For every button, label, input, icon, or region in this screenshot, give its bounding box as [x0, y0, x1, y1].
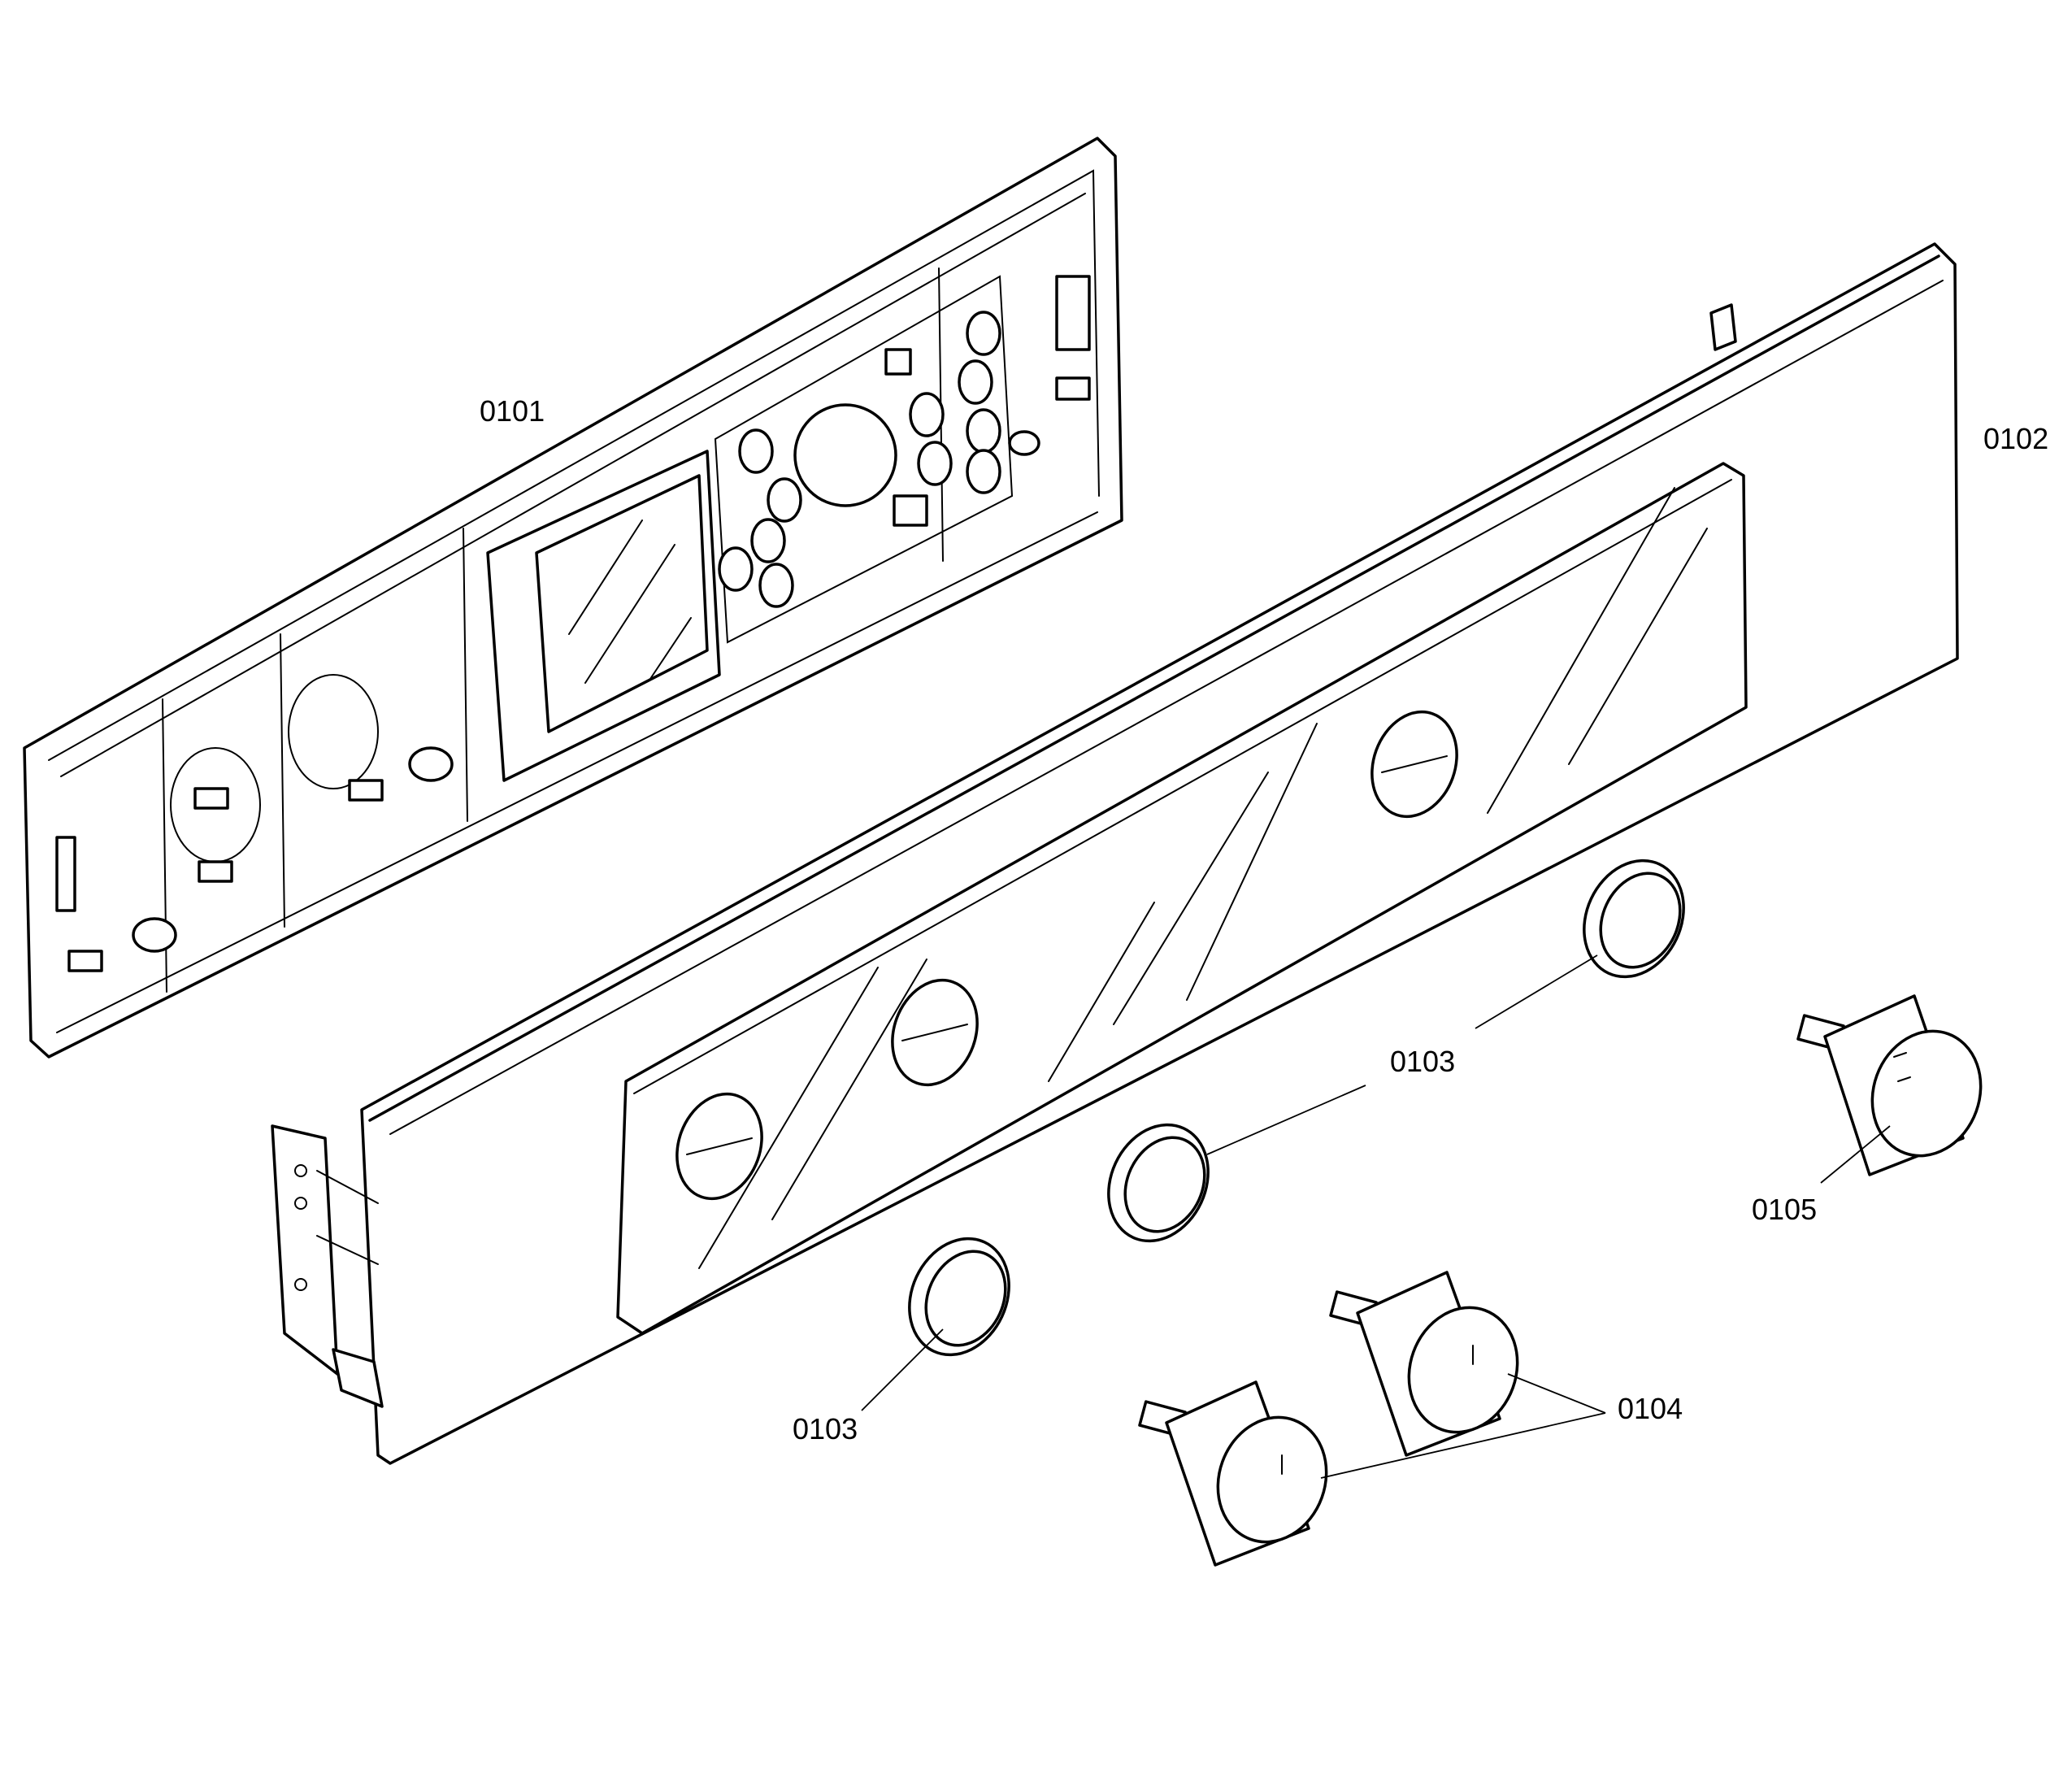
control-knob-0104-lower — [1138, 1380, 1328, 1567]
lcd-display-module — [486, 450, 721, 782]
capacitor-group — [718, 311, 1001, 608]
control-housing-0101 — [23, 137, 1123, 1059]
mounting-bracket — [271, 1124, 384, 1408]
trim-ring-lower-left — [908, 1237, 1010, 1357]
trim-ring-middle — [1107, 1123, 1210, 1243]
housing-mechanics — [67, 275, 1091, 972]
trim-ring-upper-right — [1583, 859, 1685, 979]
callout-0104: 0104 — [1618, 1392, 1683, 1425]
knob-opening-group — [675, 710, 1458, 1201]
circuit-board — [714, 275, 1014, 644]
callout-0101: 0101 — [480, 394, 545, 428]
callout-0103-upper: 0103 — [1390, 1045, 1455, 1078]
callout-0105: 0105 — [1752, 1193, 1817, 1226]
control-knob-0104-upper — [1329, 1271, 1519, 1457]
leader-lines — [861, 954, 1891, 1479]
control-knob-0105 — [1796, 994, 1983, 1176]
front-panel-0102 — [271, 242, 1959, 1465]
callout-0102: 0102 — [1983, 422, 2048, 455]
callout-0103-lower: 0103 — [793, 1412, 858, 1445]
